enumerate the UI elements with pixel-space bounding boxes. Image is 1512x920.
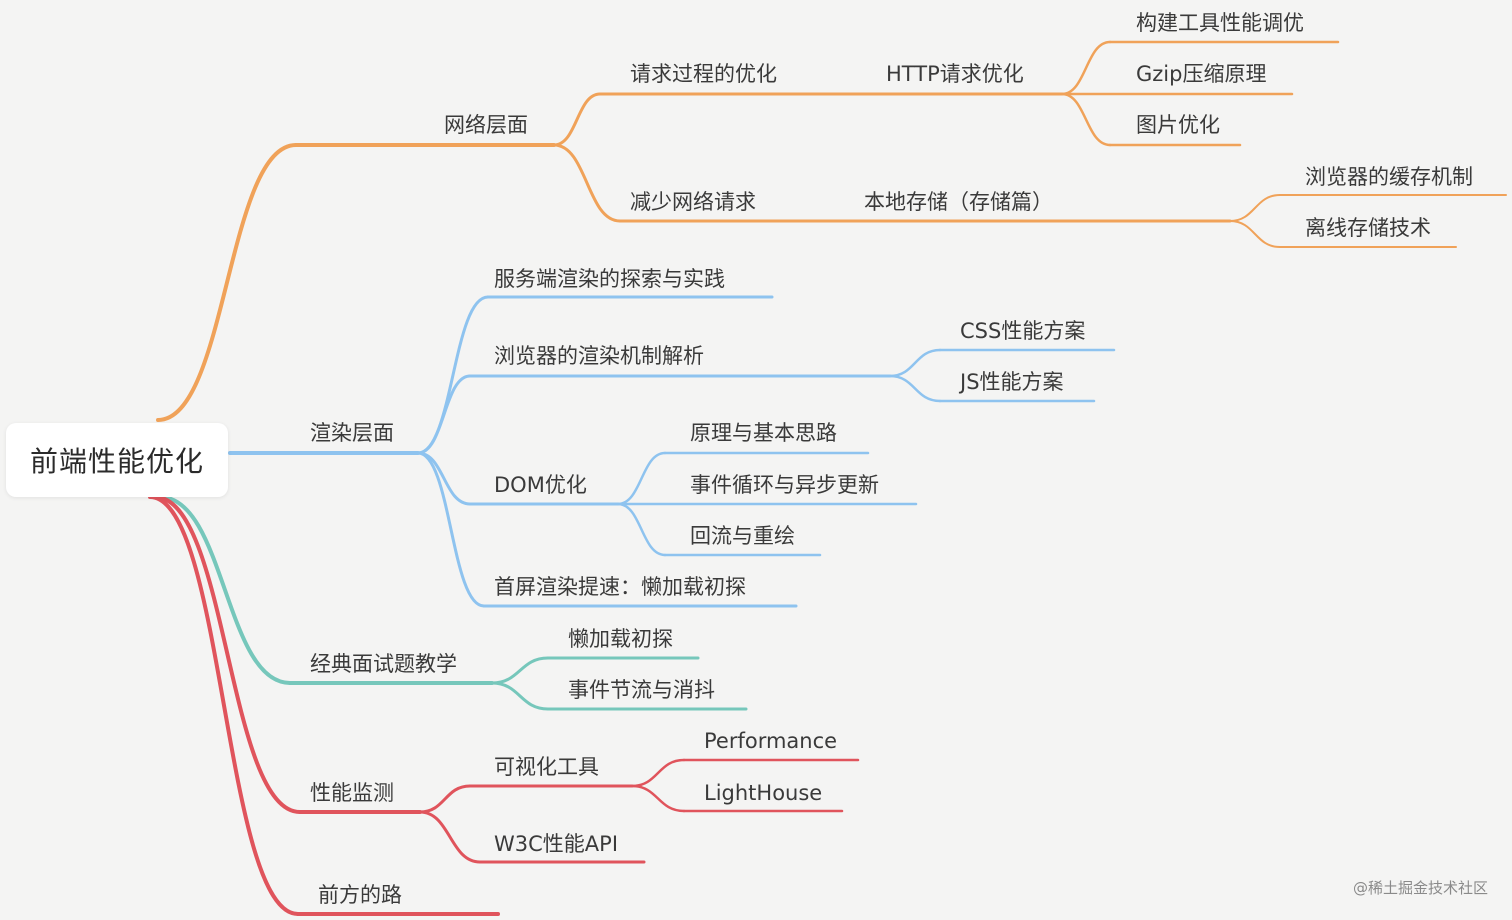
browser-render-connector: [416, 374, 472, 455]
browser-render-node[interactable]: 浏览器的渲染机制解析: [494, 344, 704, 368]
monitor-node[interactable]: 性能监测: [310, 781, 394, 805]
req-process-connector: [552, 92, 602, 147]
first-screen-connector: [416, 451, 486, 608]
js-perf-node[interactable]: JS性能方案: [960, 370, 1064, 394]
offline-storage-node[interactable]: 离线存储技术: [1305, 216, 1431, 240]
img-opt-node[interactable]: 图片优化: [1136, 113, 1220, 137]
performance-node[interactable]: Performance: [704, 729, 838, 753]
local-storage-node[interactable]: 本地存储（存储篇）: [864, 190, 1053, 214]
render-node[interactable]: 渲染层面: [310, 421, 394, 445]
principles-connector: [616, 451, 667, 506]
interview-node[interactable]: 经典面试题教学: [310, 652, 457, 676]
visual-tools-connector: [418, 784, 472, 814]
browser-cache-connector: [1229, 194, 1281, 222]
interview-connector: [158, 495, 292, 685]
dom-opt-node[interactable]: DOM优化: [494, 473, 587, 497]
w3c-api-node[interactable]: W3C性能API: [494, 832, 619, 856]
performance-connector: [630, 758, 686, 788]
req-process-node[interactable]: 请求过程的优化: [630, 62, 777, 86]
root-node[interactable]: 前端性能优化: [6, 423, 228, 497]
img-opt-connector: [1060, 92, 1112, 147]
lighthouse-node[interactable]: LightHouse: [704, 781, 823, 805]
js-perf-connector: [888, 374, 942, 403]
first-screen-node[interactable]: 首屏渲染提速：懒加载初探: [494, 575, 746, 599]
build-tools-node[interactable]: 构建工具性能调优: [1136, 11, 1304, 35]
lazyload-node[interactable]: 懒加载初探: [568, 627, 673, 651]
w3c-api-connector: [418, 810, 482, 864]
lighthouse-connector: [630, 784, 686, 813]
visual-tools-node[interactable]: 可视化工具: [494, 755, 599, 779]
css-perf-connector: [888, 348, 942, 378]
watermark: @稀土掘金技术社区: [1352, 879, 1488, 897]
event-loop-node[interactable]: 事件循环与异步更新: [690, 473, 879, 497]
css-perf-node[interactable]: CSS性能方案: [960, 319, 1086, 343]
reduce-req-connector: [552, 143, 622, 223]
lazyload-connector: [490, 656, 550, 685]
reflow-node[interactable]: 回流与重绘: [690, 524, 795, 548]
reflow-connector: [616, 502, 667, 557]
throttle-node[interactable]: 事件节流与消抖: [568, 678, 715, 702]
http-opt-node[interactable]: HTTP请求优化: [886, 62, 1024, 86]
monitor-connector: [153, 495, 302, 814]
offline-storage-connector: [1229, 220, 1281, 248]
gzip-node[interactable]: Gzip压缩原理: [1136, 62, 1267, 86]
principles-node[interactable]: 原理与基本思路: [690, 421, 837, 445]
ssr-node[interactable]: 服务端渲染的探索与实践: [494, 267, 725, 291]
root-node-label: 前端性能优化: [29, 445, 204, 478]
network-connector: [156, 143, 298, 422]
build-tools-connector: [1060, 40, 1112, 96]
road-ahead-node[interactable]: 前方的路: [318, 883, 402, 907]
road-ahead-connector: [148, 495, 300, 916]
network-node[interactable]: 网络层面: [444, 113, 528, 137]
throttle-connector: [490, 681, 550, 711]
browser-cache-node[interactable]: 浏览器的缓存机制: [1305, 165, 1473, 189]
reduce-req-node[interactable]: 减少网络请求: [630, 190, 756, 214]
